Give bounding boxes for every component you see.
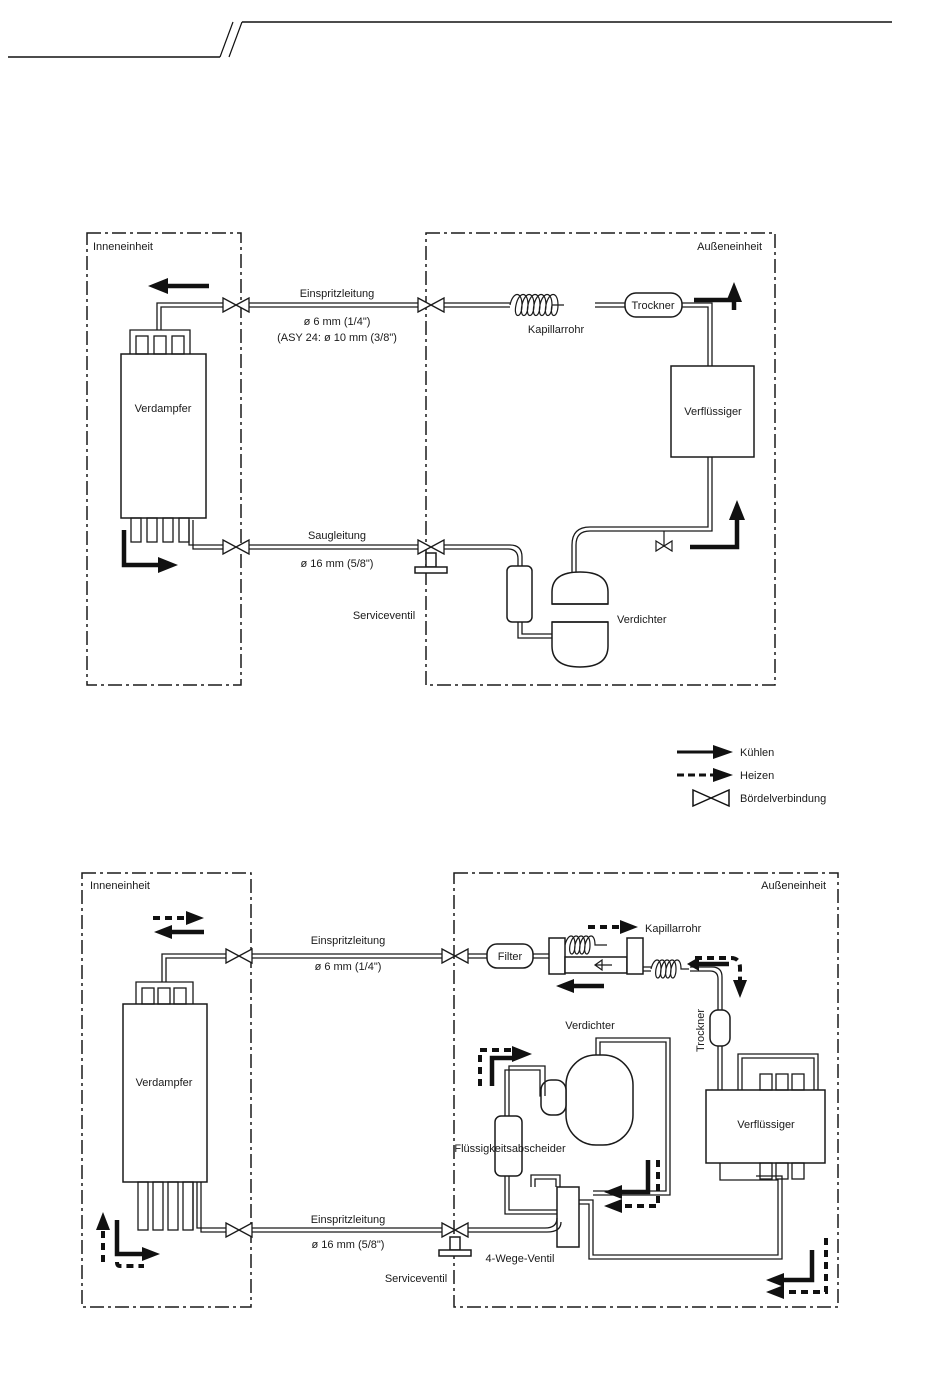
capillary-assembly [548, 935, 723, 1010]
indoor-unit-label: Inneneinheit [93, 241, 153, 253]
suction-line [249, 544, 552, 639]
capillary-label-2: Kapillarrohr [645, 923, 702, 935]
condenser-headers [719, 1053, 819, 1181]
suction-line-2 [252, 1217, 562, 1233]
outdoor-unit-boundary [425, 232, 776, 686]
condenser-label: Verflüssiger [684, 406, 742, 418]
flare-connection [441, 1222, 469, 1238]
suction-line-label-2: Einspritzleitung [311, 1214, 386, 1226]
filter [486, 943, 534, 969]
liquid-line-label: Einspritzleitung [300, 288, 375, 300]
service-valve-2 [438, 1236, 472, 1257]
suction-line-diameter: ø 16 mm (5/8") [301, 558, 374, 570]
legend-flare: Bördelverbindung [740, 793, 826, 805]
evaporator-top-headers [129, 302, 228, 355]
liquid-line-label-2: Einspritzleitung [311, 935, 386, 947]
indoor-unit-label-2: Inneneinheit [90, 880, 150, 892]
outdoor-unit-label: Außeneinheit [697, 241, 762, 253]
condenser-2 [705, 1089, 826, 1164]
flare-connection [222, 539, 250, 555]
four-way-valve-label: 4-Wege-Ventil [486, 1253, 555, 1265]
capillary-label: Kapillarrohr [528, 324, 585, 336]
legend: Kühlen Heizen Bördelverbindung [677, 745, 826, 808]
evaporator-top-headers-2 [135, 953, 228, 1005]
cooling-diagram: Inneneinheit Außeneinheit Verdampfer Ein… [86, 232, 776, 686]
dryer-to-condenser [717, 1046, 723, 1090]
outdoor-unit-boundary-2 [453, 872, 839, 1308]
indoor-unit-boundary [86, 232, 242, 686]
suction-line-diameter-2: ø 16 mm (5/8") [312, 1239, 385, 1251]
evaporator-2 [122, 1003, 208, 1183]
compressor-label-2: Verdichter [565, 1020, 615, 1032]
legend-heating: Heizen [740, 770, 774, 782]
flare-connection [225, 948, 253, 964]
four-way-valve [504, 1174, 783, 1260]
suction-line-label: Saugleitung [308, 530, 366, 542]
condenser-label-2: Verflüssiger [737, 1119, 795, 1131]
evaporator-bottom-headers-2 [137, 1181, 228, 1233]
discharge-line [571, 457, 713, 576]
flare-connection [225, 1222, 253, 1238]
dryer-label: Trockner [632, 300, 675, 312]
liquid-line-diameter: ø 6 mm (1/4") [304, 316, 371, 328]
liquid-line [249, 302, 713, 366]
flare-connection [417, 297, 445, 313]
evaporator [120, 353, 207, 519]
flow-arrows-2 [96, 911, 828, 1299]
legend-cooling: Kühlen [740, 747, 774, 759]
liquid-line-diameter-alt: (ASY 24: ø 10 mm (3/8") [277, 332, 397, 344]
service-valve-label-2: Serviceventil [385, 1273, 447, 1285]
capillary-coil [509, 293, 564, 317]
evaporator-label: Verdampfer [135, 403, 192, 415]
service-valve-label: Serviceventil [353, 610, 415, 622]
compressor-label: Verdichter [617, 614, 667, 626]
evaporator-label-2: Verdampfer [136, 1077, 193, 1089]
cooling-flow-arrows [121, 278, 745, 573]
header-rule [8, 21, 892, 58]
liquid-line-diameter-2: ø 6 mm (1/4") [315, 961, 382, 973]
liquid-separator-label: Flüssigkeitsabscheider [454, 1143, 566, 1155]
service-valve [414, 552, 448, 574]
indoor-unit-boundary-2 [81, 872, 252, 1308]
compressor-shell [540, 1079, 567, 1116]
dryer [624, 292, 683, 318]
cooling-heating-diagram: Inneneinheit Außeneinheit Verdampfer Ein… [81, 872, 839, 1308]
flare-connection [417, 539, 445, 555]
compressor [551, 571, 609, 668]
flare-connection [222, 297, 250, 313]
accumulator [506, 565, 533, 623]
evaporator-bottom-headers [130, 517, 228, 550]
liquid-line-2 [252, 953, 549, 959]
compressor-2 [565, 1054, 634, 1146]
outdoor-unit-label-2: Außeneinheit [761, 880, 826, 892]
dryer-label-2: Trockner [695, 1009, 707, 1052]
flare-connection [441, 948, 469, 964]
dryer-2 [709, 1009, 731, 1047]
filter-label: Filter [498, 951, 523, 963]
